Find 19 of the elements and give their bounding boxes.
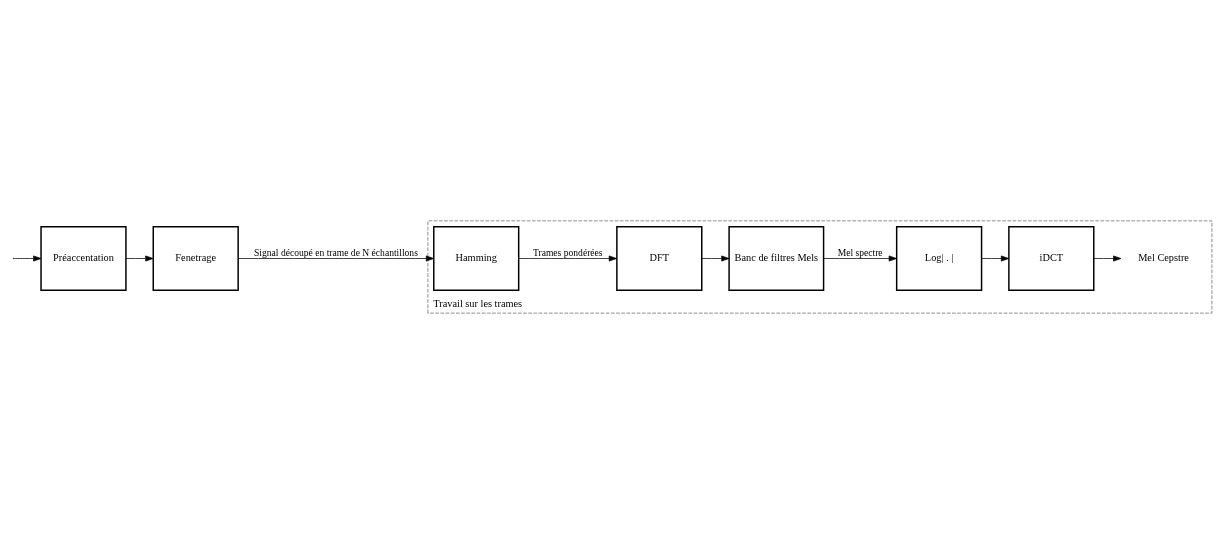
arrow <box>237 255 435 262</box>
arrow <box>701 255 730 262</box>
edge-label: Trames pondérées <box>532 246 603 258</box>
arrow <box>1093 255 1122 262</box>
node-box: DFT <box>616 226 703 291</box>
node-box: Préaccentation <box>40 226 127 291</box>
node-box: Hamming <box>433 226 520 291</box>
arrow <box>125 255 154 262</box>
edge-label: Signal découpé en trame de N échantillons <box>254 246 418 258</box>
node-box: Log| . | <box>895 226 983 291</box>
node-box: Fenetrage <box>152 226 239 291</box>
arrow <box>518 255 617 262</box>
node-box: Banc de filtres Mels <box>728 226 825 291</box>
arrow <box>13 255 42 262</box>
edge-label: Mel spectre <box>837 246 883 258</box>
arrow <box>981 255 1010 262</box>
node-text: Mel Cepstre <box>1138 252 1189 264</box>
arrow <box>823 255 897 262</box>
node-box: iDCT <box>1008 226 1095 291</box>
